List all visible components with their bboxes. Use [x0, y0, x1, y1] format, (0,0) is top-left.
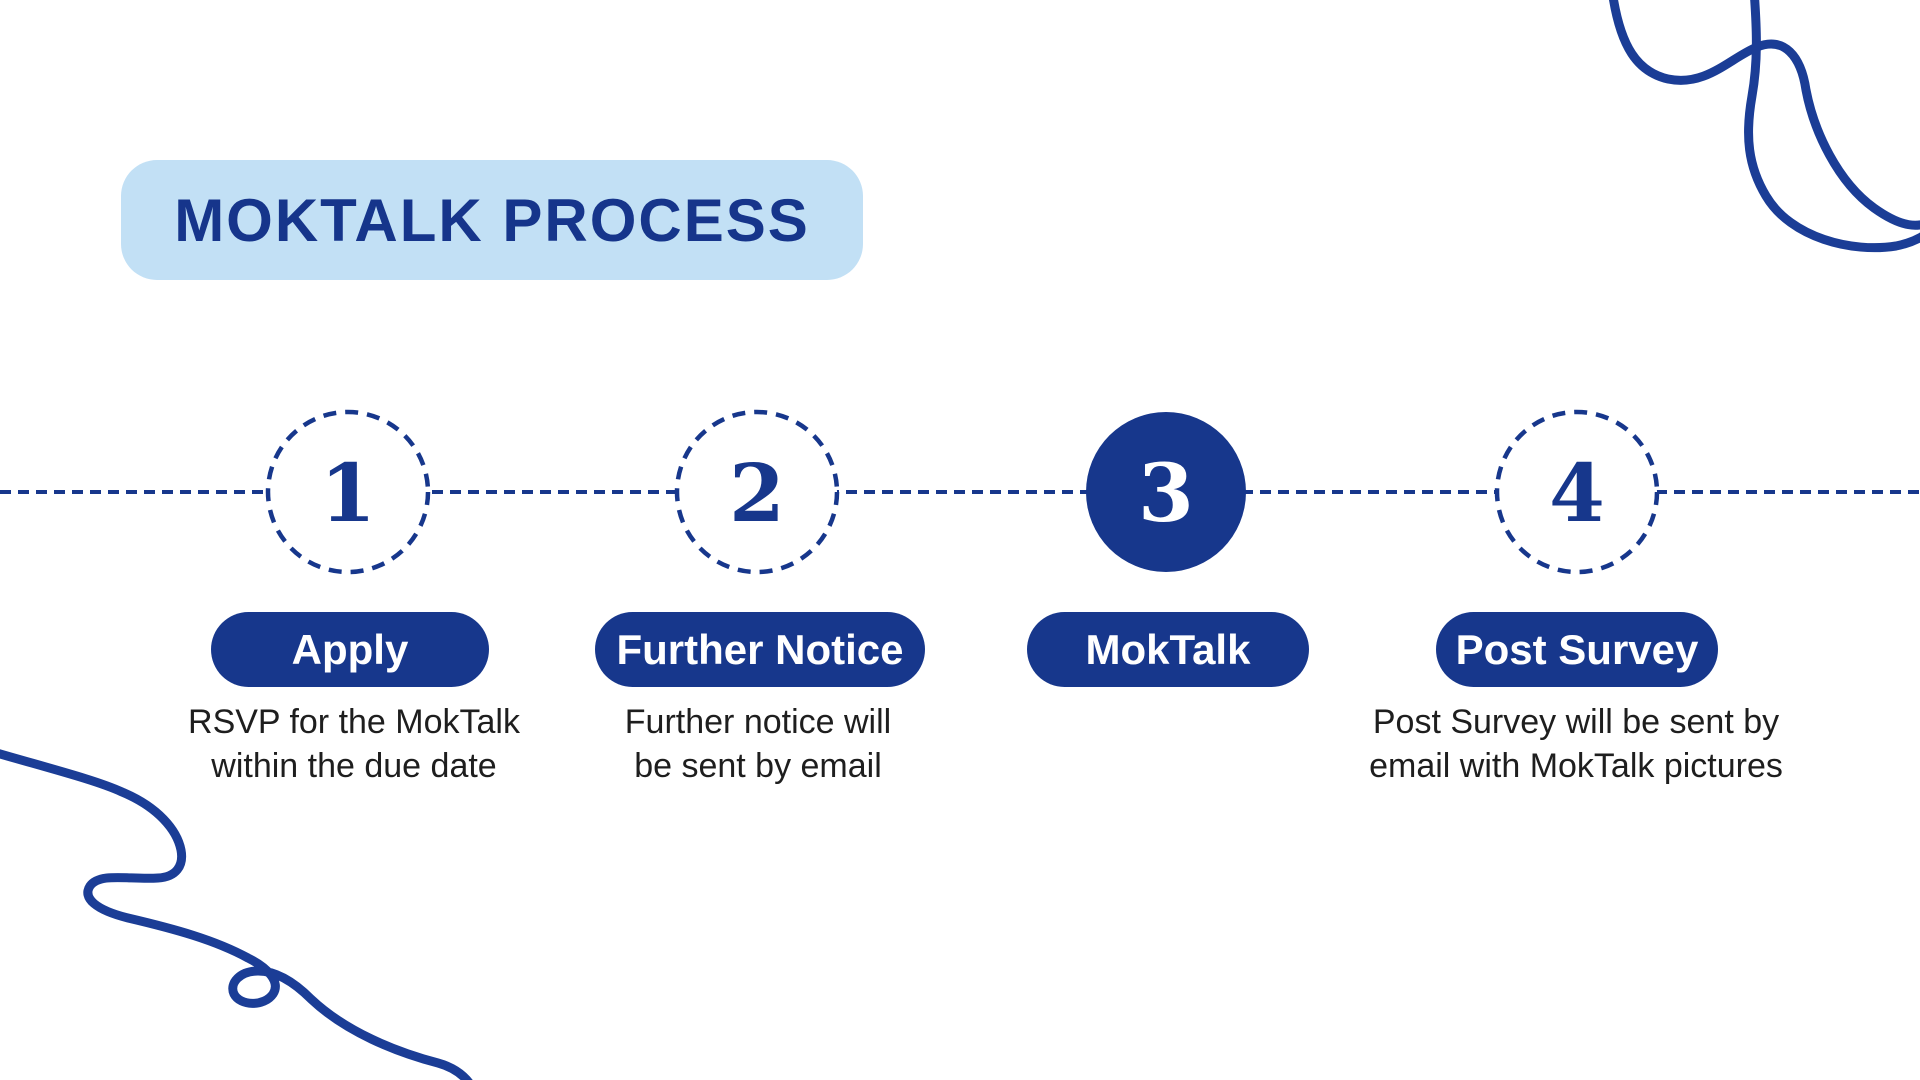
- step-2-description-line1: Further notice will: [624, 703, 892, 741]
- step-2-description: Further notice will be sent by email: [625, 700, 891, 788]
- page-title: MOKTALK PROCESS: [174, 186, 810, 254]
- step-1-description: RSVP for the MokTalk within the due date: [188, 700, 520, 788]
- step-1-label: Apply: [291, 625, 409, 673]
- step-1-description-line2: within the due date: [211, 747, 497, 785]
- step-1-circle: [265, 409, 431, 575]
- step-2-number: 2: [729, 446, 785, 540]
- step-1-label-pill: Apply: [211, 612, 489, 687]
- step-2-label-pill: Further Notice: [595, 612, 925, 687]
- step-3-label-pill: MokTalk: [1027, 612, 1309, 687]
- step-3-label: MokTalk: [1085, 625, 1251, 673]
- step-4-label-pill: Post Survey: [1436, 612, 1718, 687]
- step-4-circle: [1494, 409, 1660, 575]
- title-banner: MOKTALK PROCESS: [121, 160, 863, 280]
- step-2-label: Further Notice: [616, 625, 904, 673]
- step-4-description-line2: email with MokTalk pictures: [1369, 747, 1783, 785]
- step-1-number: 1: [320, 446, 376, 540]
- step-2-circle: [674, 409, 840, 575]
- step-4-label: Post Survey: [1455, 625, 1699, 673]
- step-1-description-line1: RSVP for the MokTalk: [188, 703, 520, 741]
- step-4-number: 4: [1549, 446, 1605, 540]
- step-4-description-line1: Post Survey will be sent by: [1372, 703, 1780, 741]
- step-3-circle: [1086, 412, 1246, 572]
- step-3-number: 3: [1138, 446, 1194, 540]
- step-2-description-line2: be sent by email: [634, 747, 882, 785]
- step-4-description: Post Survey will be sent by email with M…: [1369, 700, 1783, 788]
